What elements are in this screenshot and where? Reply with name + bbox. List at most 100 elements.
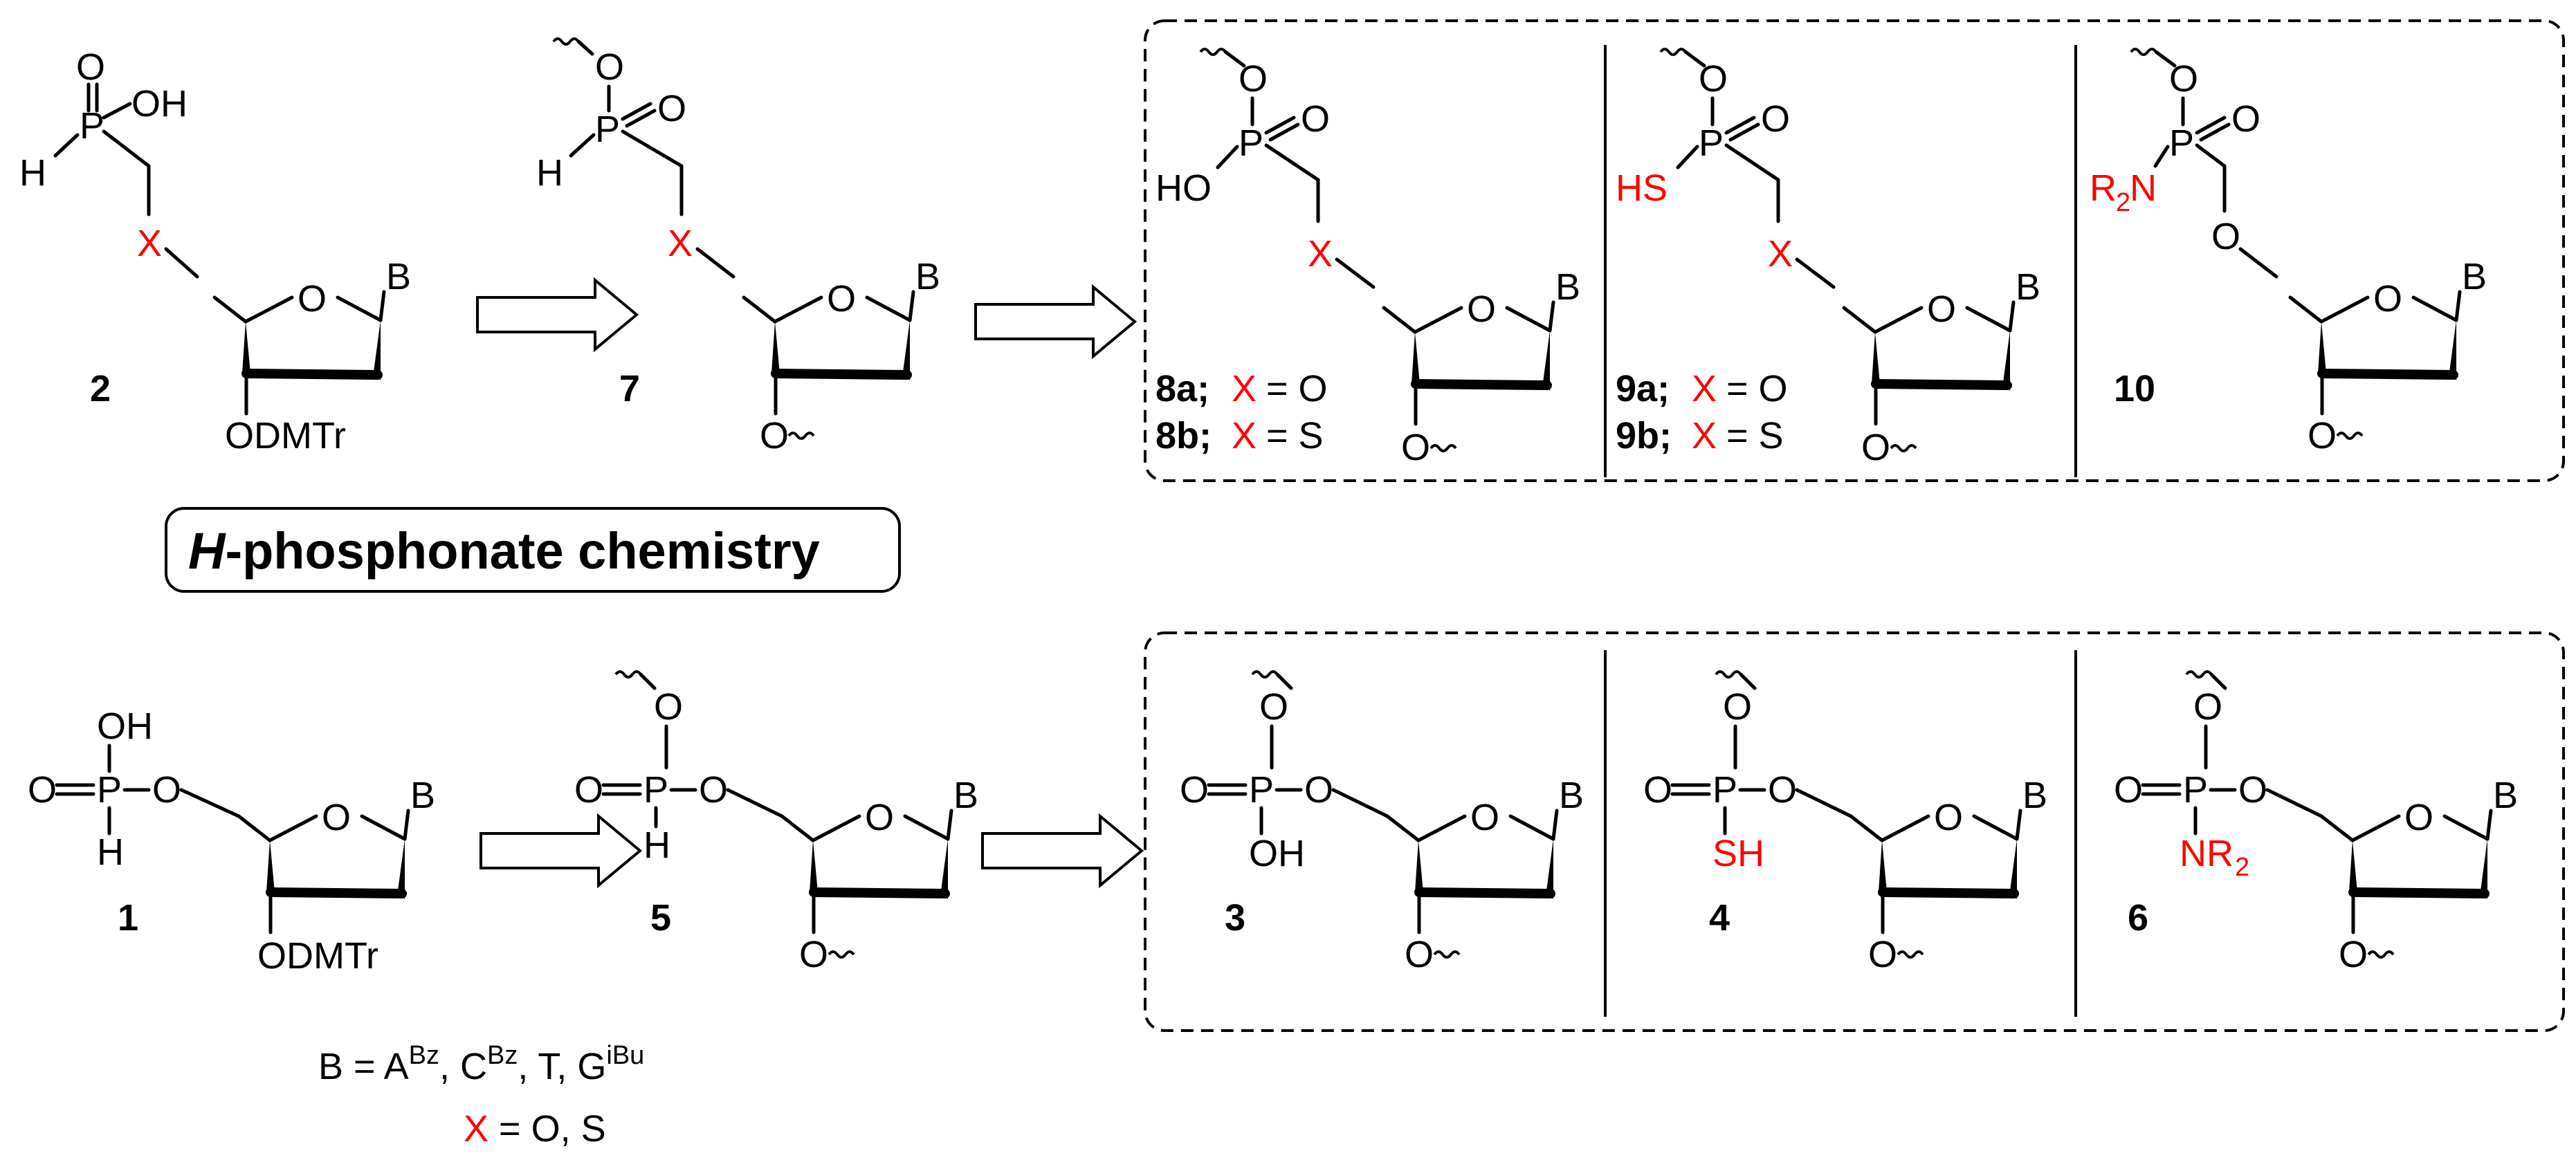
- atom-label: O: [760, 415, 789, 456]
- atom-label-x: X: [1692, 415, 1717, 456]
- atom-label: O: [799, 934, 828, 975]
- atom-label: O: [28, 769, 57, 811]
- compound-number: 1: [118, 897, 138, 939]
- atom-label: O: [699, 769, 728, 811]
- base-legend: B = ABz, CBz, T, GiBu X = O, S: [318, 1041, 644, 1150]
- compound-4: O O P O SH O 4: [1643, 670, 2047, 975]
- atom-subscript: 2: [2235, 853, 2249, 882]
- atom-label: HS: [1616, 167, 1668, 209]
- compound-6: O O P O NR 2 O 6: [2114, 670, 2518, 975]
- atom-label: HO: [1155, 167, 1212, 209]
- atom-label: O: [152, 769, 181, 811]
- atom-label: H: [536, 152, 563, 194]
- atom-label-x: X: [1232, 368, 1257, 409]
- svg-text:H-phosphonate chemistry: H-phosphonate chemistry: [188, 522, 820, 580]
- equation-text: = O: [1266, 368, 1328, 409]
- atom-label: P: [80, 105, 104, 147]
- atom-label-x: X: [1768, 233, 1793, 275]
- atom-label: O: [1401, 427, 1430, 468]
- atom-label: O: [2169, 58, 2198, 100]
- compound-1: OH O P O H ODMTr 1: [28, 706, 435, 977]
- atom-label-x: X: [668, 223, 693, 264]
- compound-7: O P O H X O 7: [536, 37, 940, 456]
- atom-label: O: [657, 88, 686, 129]
- atom-label-x: X: [137, 223, 162, 264]
- compound-2: O P OH H X ODMTr 2: [19, 46, 411, 456]
- atom-label: O: [1180, 769, 1209, 811]
- atom-label: H: [19, 152, 46, 194]
- compound-3: O O P O OH O 3: [1180, 670, 1584, 975]
- legend-text: B = A: [318, 1046, 409, 1087]
- legend-text: , T, G: [518, 1046, 606, 1087]
- reaction-arrow: [974, 284, 1138, 360]
- compound-number: 9a;: [1616, 368, 1670, 409]
- atom-label: O: [1768, 769, 1797, 811]
- legend-superscript: iBu: [606, 1041, 644, 1070]
- compound-number: 6: [2128, 897, 2148, 939]
- atom-label: O: [76, 46, 105, 88]
- products-box-top: [1144, 19, 2565, 482]
- svg-text:B = ABz, CBz, T, GiBu: B = ABz, CBz, T, GiBu: [318, 1041, 644, 1087]
- compound-number: 5: [650, 897, 671, 939]
- legend-x-label: X: [464, 1108, 488, 1150]
- atom-label: O: [1259, 686, 1288, 728]
- atom-label: O: [1761, 98, 1790, 140]
- atom-label: P: [97, 769, 122, 811]
- compound-9: O P O HS X O 9a; X = O 9b; X = S: [1616, 48, 2040, 468]
- atom-label: O: [1699, 58, 1728, 100]
- atom-label: P: [1699, 122, 1724, 164]
- atom-label: OH: [1249, 833, 1305, 874]
- atom-label: O: [2114, 769, 2143, 811]
- atom-label: ODMTr: [225, 415, 346, 456]
- atom-label: P: [643, 769, 668, 811]
- atom-label: NR: [2180, 833, 2234, 874]
- atom-label: O: [2238, 769, 2267, 811]
- reaction-arrow: [476, 277, 639, 353]
- legend-superscript: Bz: [409, 1041, 439, 1070]
- reaction-arrow: [981, 813, 1144, 889]
- atom-label: O: [1861, 427, 1890, 468]
- atom-label: P: [1239, 122, 1263, 164]
- atom-label: R: [2090, 167, 2117, 209]
- compound-number: 8a;: [1155, 368, 1209, 409]
- compound-number: 7: [619, 368, 640, 409]
- compound-number: 8b;: [1155, 415, 1212, 456]
- equation-text: = S: [1266, 415, 1324, 456]
- equation-text: = O: [1726, 368, 1788, 409]
- compound-number: 4: [1709, 897, 1730, 939]
- compound-8: O P O HO X O 8a; X = O 8b; X = S: [1155, 48, 1580, 468]
- atom-label: O: [1643, 769, 1672, 811]
- equation-text: = S: [1726, 415, 1784, 456]
- atom-label: O: [1868, 934, 1897, 975]
- atom-label: P: [2183, 769, 2208, 811]
- atom-label: OH: [131, 83, 188, 124]
- atom-label: O: [2308, 415, 2337, 456]
- h-phosphonate-banner: H-phosphonate chemistry: [165, 507, 901, 593]
- atom-label: O: [1304, 769, 1333, 811]
- svg-text:X = O, S: X = O, S: [464, 1108, 606, 1150]
- compound-number: 2: [90, 368, 111, 409]
- atom-label-x: X: [1308, 233, 1333, 275]
- atom-label: O: [1405, 934, 1434, 975]
- atom-label: O: [1723, 686, 1752, 728]
- legend-superscript: Bz: [487, 1041, 518, 1070]
- reaction-arrow: [479, 813, 643, 889]
- atom-label-x: X: [1232, 415, 1257, 456]
- compound-number: 9b;: [1616, 415, 1672, 456]
- atom-label: O: [2193, 686, 2222, 728]
- atom-label: O: [2211, 216, 2240, 257]
- atom-label: O: [2231, 98, 2260, 140]
- legend-text: , C: [439, 1046, 487, 1087]
- compound-10: O P O R 2 N O O 10: [2090, 48, 2487, 456]
- legend-text: = O, S: [488, 1108, 606, 1150]
- atom-label: H: [97, 831, 124, 873]
- atom-label: O: [1239, 58, 1268, 100]
- compound-number: 10: [2114, 368, 2155, 409]
- compound-number: 3: [1225, 897, 1245, 939]
- products-box-bottom: [1144, 631, 2565, 1032]
- atom-label: P: [1249, 769, 1274, 811]
- atom-label: H: [643, 824, 670, 866]
- banner-text: -phosphonate chemistry: [225, 522, 819, 580]
- atom-label: P: [595, 109, 620, 150]
